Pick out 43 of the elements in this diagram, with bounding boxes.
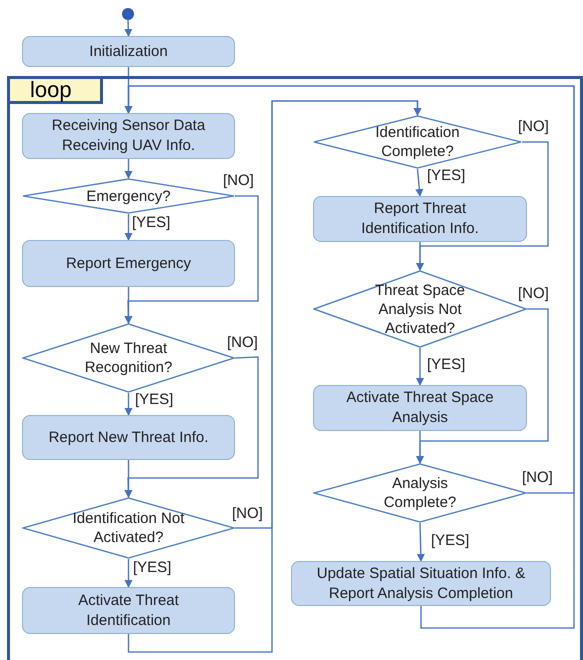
edge-label: [NO] (226, 334, 259, 351)
edge-label: [NO] (222, 172, 255, 189)
edge-label: [YES] (426, 167, 466, 184)
loop-frame (7, 76, 583, 660)
decision-text: Identification Not Activated? (72, 509, 184, 547)
arrow (124, 559, 132, 588)
decision-text: Emergency? (85, 186, 172, 206)
decision-text: Analysis Complete? (382, 474, 458, 512)
arrow (124, 460, 132, 498)
decision-text: New Threat Recognition? (84, 339, 174, 377)
process-box: Report Emergency (22, 240, 235, 287)
edge-label: [YES] (131, 214, 172, 231)
process-box: Activate Threat Identification (22, 587, 235, 634)
process-box: Activate Threat Space Analysis (313, 385, 527, 431)
decision-diamond (22, 497, 235, 559)
arrow (124, 20, 132, 37)
arrow (124, 287, 132, 324)
arrow (124, 85, 575, 629)
process-box: Report New Threat Info. (22, 415, 235, 460)
arrow (124, 393, 132, 416)
decision-text: Threat Space Analysis Not Activated? (374, 280, 466, 338)
arrow (128, 100, 422, 653)
arrow (416, 242, 424, 271)
edge-label: [YES] (132, 559, 172, 576)
edge-label: [NO] (517, 285, 550, 302)
arrow (124, 159, 132, 179)
arrow (416, 431, 424, 464)
decision-text: Identification Complete? (374, 123, 461, 161)
loop-tag: loop (10, 79, 103, 104)
arrow (124, 214, 132, 241)
edge-label: [YES] (134, 391, 174, 408)
edge-label: [NO] (231, 505, 264, 522)
edge-label: [NO] (521, 469, 554, 486)
process-box: Initialization (22, 36, 235, 67)
arrow (415, 168, 424, 197)
edge-label: [YES] (430, 532, 470, 549)
process-box: Receiving Sensor Data Receiving UAV Info. (22, 113, 235, 159)
arrow (416, 348, 424, 386)
arrow (416, 522, 425, 562)
edge-label: [NO] (517, 118, 550, 135)
process-box: Report Threat Identification Info. (313, 196, 527, 242)
process-box: Update Spatial Situation Info. & Report Analysis Completion (291, 561, 551, 606)
edge-label: [YES] (426, 356, 466, 373)
